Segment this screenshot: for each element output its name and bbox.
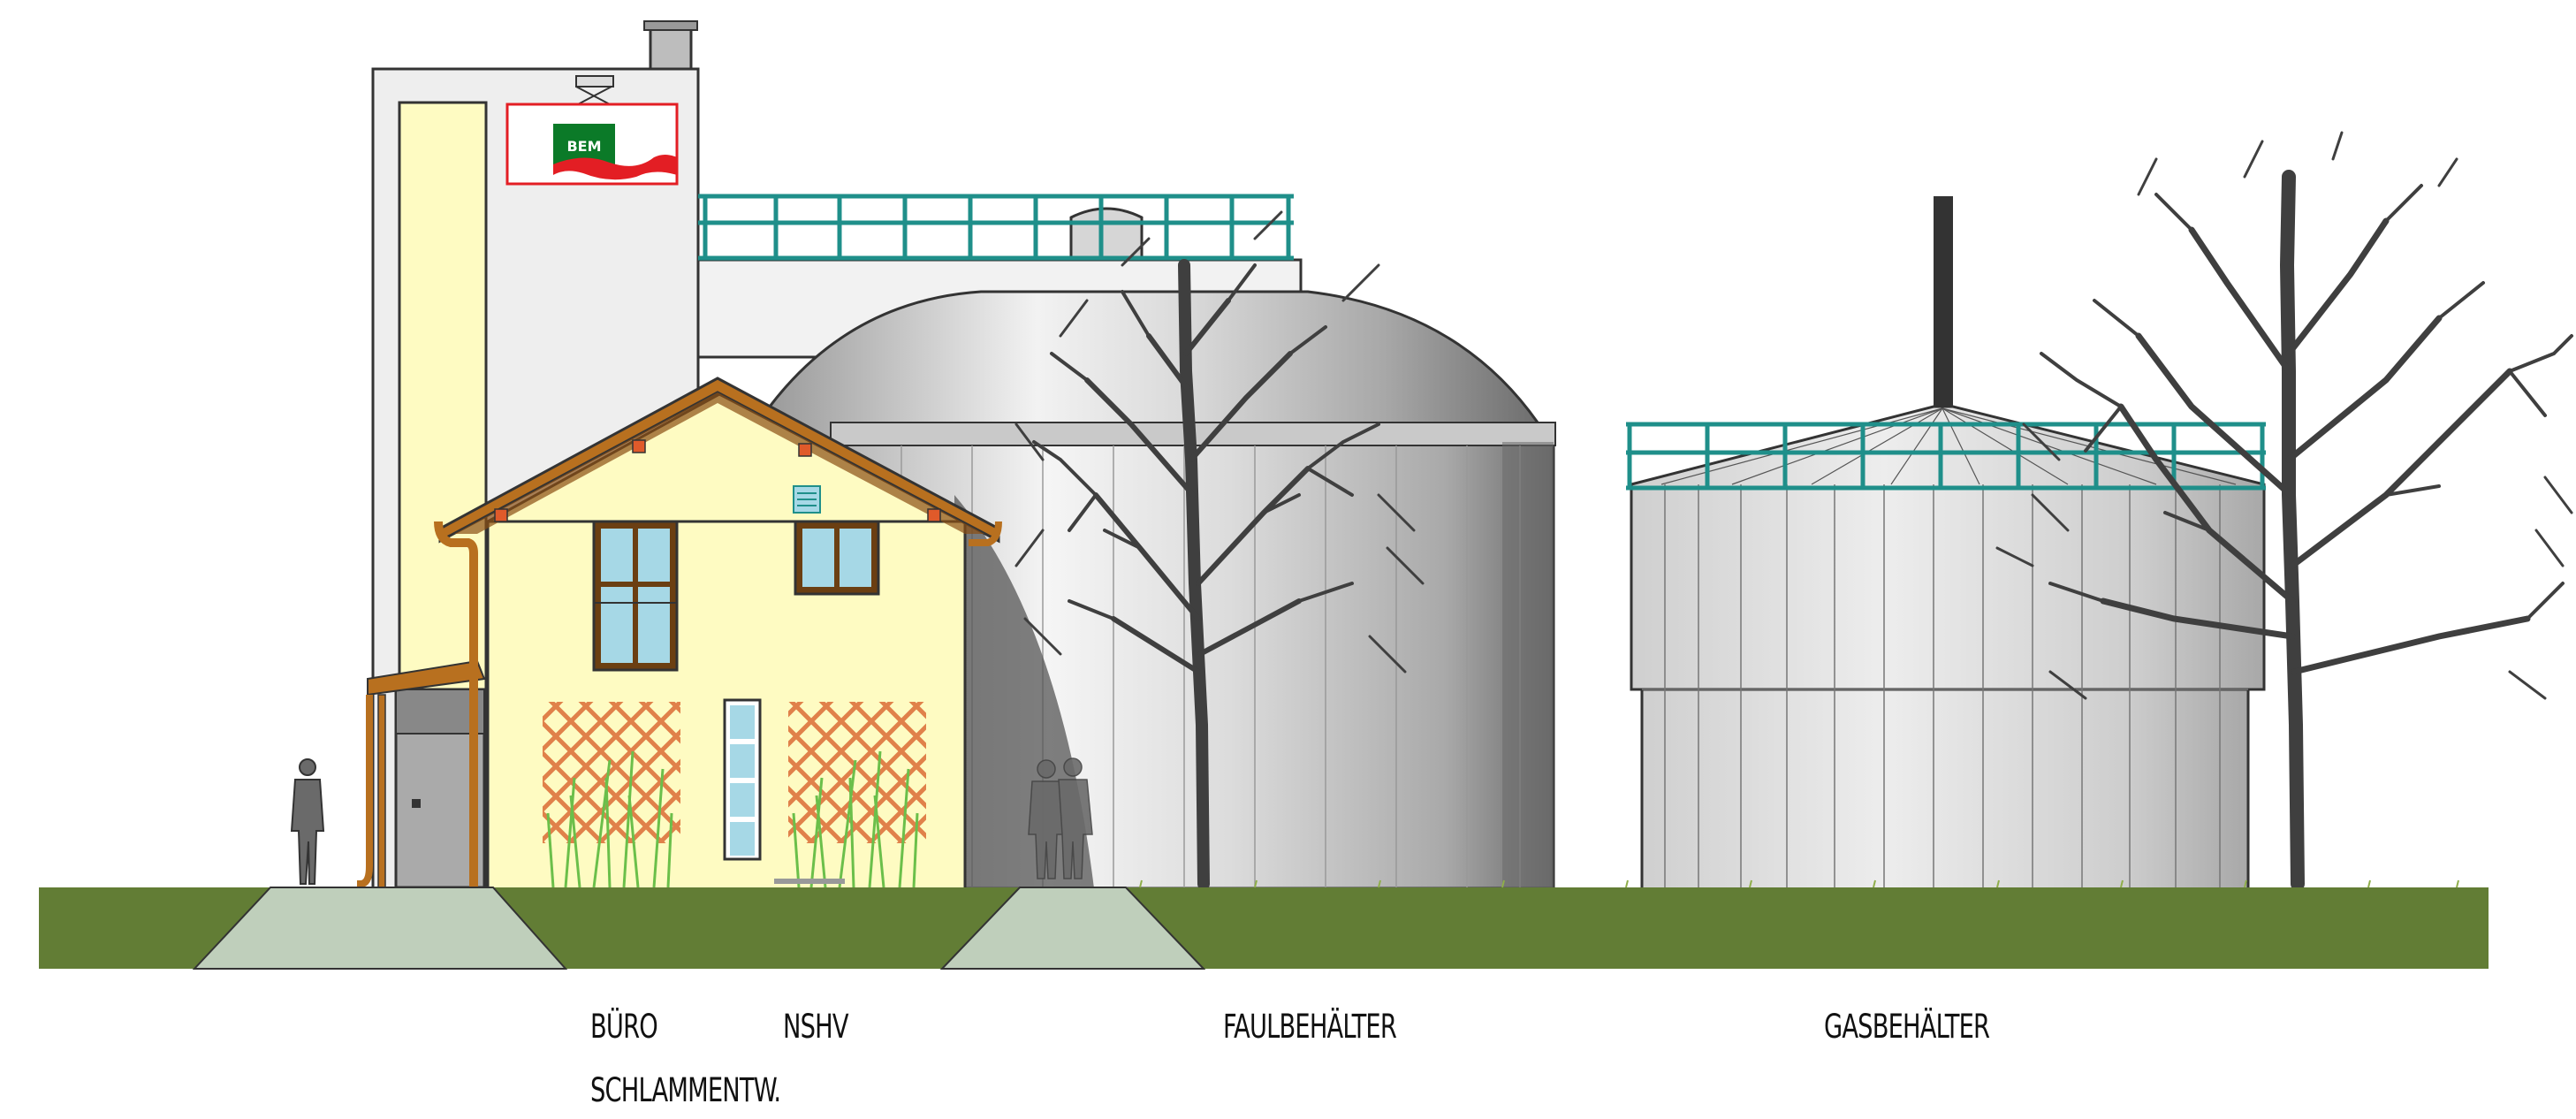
entrance-canopy (367, 659, 486, 697)
bem-logo: BEM (505, 103, 679, 186)
logo-green-block (553, 124, 615, 164)
climbing-plants (546, 750, 919, 888)
label-schlammentwaesserung: SCHLAMMENTW. (590, 1071, 781, 1109)
gas-holder-lower (1640, 688, 2250, 891)
trellis-right (788, 702, 926, 843)
gas-holder-vent (1934, 196, 1953, 414)
label-gasbehaelter: GASBEHÄLTER (1824, 1008, 1990, 1046)
tree-middle (1014, 210, 1425, 890)
person-figure-left (290, 758, 325, 885)
digester-dome (765, 290, 1539, 444)
house-window-left (592, 520, 679, 672)
label-nshv: NSHV (783, 1008, 848, 1046)
logo-red-wave (553, 155, 677, 180)
house-window-right (794, 520, 880, 596)
downpipe (357, 695, 373, 887)
left-gutter-pipe (434, 521, 478, 887)
roof-hatch (1069, 207, 1144, 262)
person-figures-middle (1028, 757, 1093, 879)
gas-holder (1626, 196, 2266, 891)
label-buero: BÜRO (590, 1008, 658, 1046)
logo-text: BEM (566, 138, 601, 155)
gas-holder-railing (1626, 422, 2266, 491)
gas-holder-upper (1630, 405, 2266, 691)
grass-tufts (1139, 879, 2459, 888)
office-house (357, 377, 1002, 891)
trellis-left (543, 702, 680, 843)
label-faulbehaelter: FAULBEHÄLTER (1223, 1008, 1397, 1046)
house-narrow-window (723, 698, 762, 861)
path-left (192, 887, 568, 970)
roof-railing (698, 194, 1294, 261)
lamp-icon (575, 75, 614, 88)
tree-right (1995, 131, 2573, 891)
right-gutter (969, 521, 1002, 546)
path-middle (939, 887, 1206, 970)
